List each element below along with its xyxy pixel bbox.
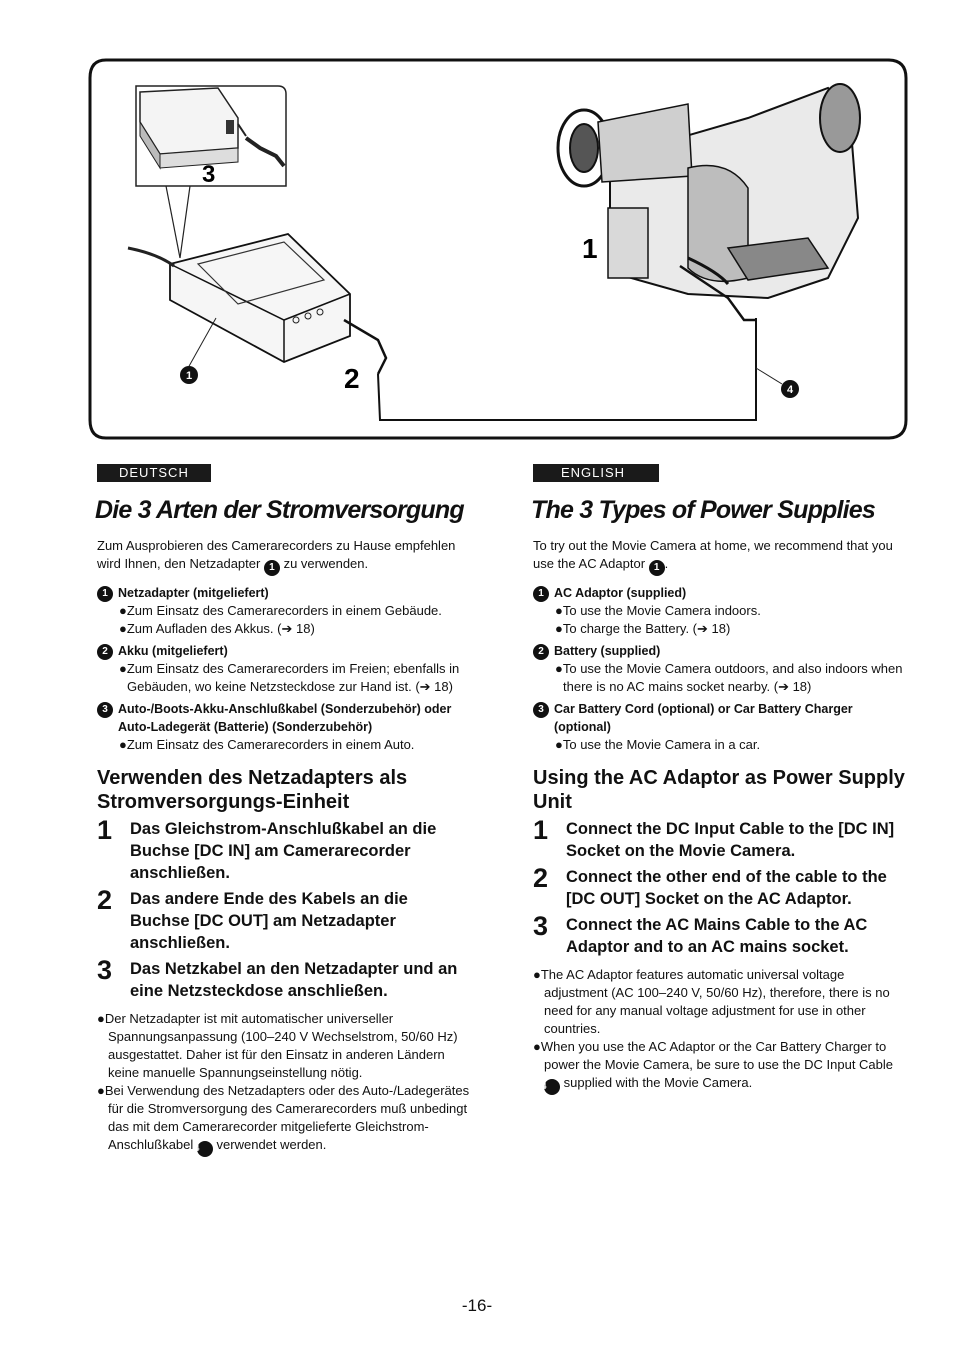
callout-3: 3 [202, 161, 215, 188]
item-title: AC Adaptor (supplied) [554, 586, 687, 600]
title-de: Die 3 Arten der Stromversorgung [95, 496, 465, 524]
num-circle: 3 [97, 702, 113, 718]
notes-en: ●The AC Adaptor features automatic unive… [533, 966, 905, 1095]
bullet: ●Zum Einsatz des Camerarecorders in eine… [119, 737, 415, 752]
intro-de: Zum Ausprobieren des Camerarecorders zu … [97, 537, 472, 576]
num-circle: 2 [533, 644, 549, 660]
num-circle: 2 [97, 644, 113, 660]
item-de-2: 2 Akku (mitgeliefert) ●Zum Einsatz des Ca… [97, 642, 472, 696]
section-heading-en: Using the AC Adaptor as Power Supply Uni… [533, 767, 905, 813]
note: ●The AC Adaptor features automatic unive… [533, 967, 890, 1036]
language-label-de: DEUTSCH [97, 464, 211, 482]
bullet: ●To charge the Battery. (➔ 18) [555, 621, 731, 636]
power-setup-illustration: 3 1 2 1 4 [88, 58, 908, 440]
ac-adaptor-drawing: 1 2 [127, 233, 757, 421]
bullet: ●To use the Movie Camera in a car. [555, 737, 761, 752]
num-circle: 1 [648, 560, 665, 576]
item-en-3: 3 Car Battery Cord (optional) or Car Batt… [533, 700, 905, 754]
item-title: Car Battery Cord (optional) or Car Batte… [554, 702, 853, 734]
note: ●When you use the AC Adaptor or the Car … [533, 1038, 905, 1095]
item-title: Auto-/Boots-Akku-Anschlußkabel (Sonderzu… [118, 702, 452, 734]
language-label-en: ENGLISH [533, 464, 659, 482]
bullet: ●To use the Movie Camera outdoors, and a… [555, 661, 903, 694]
item-title: Battery (supplied) [554, 644, 661, 658]
bullet: ●Zum Einsatz des Camerarecorders im Frei… [119, 661, 460, 694]
num-circle: 4 [194, 1141, 213, 1157]
bullet: ●Zum Aufladen des Akkus. (➔ 18) [119, 621, 315, 636]
intro-en: To try out the Movie Camera at home, we … [533, 537, 905, 576]
callout-circle-1: 1 [186, 370, 192, 382]
movie-camera-drawing: 1 4 [556, 83, 861, 398]
num-circle: 4 [541, 1079, 560, 1095]
section-heading-de: Verwenden des Netzadapters als Stromvers… [97, 767, 408, 813]
callout-circle-4: 4 [787, 384, 794, 396]
callout-2: 2 [344, 363, 360, 394]
note: ●Der Netzadapter ist mit automatischer u… [97, 1011, 458, 1080]
item-en-2: 2 Battery (supplied) ●To use the Movie Ca… [533, 642, 905, 696]
note: ●Bei Verwendung des Netzadapters oder de… [97, 1082, 472, 1157]
item-de-1: 1 Netzadapter (mitgeliefert) ●Zum Einsatz… [97, 584, 472, 638]
notes-de: ●Der Netzadapter ist mit automatischer u… [97, 1010, 472, 1157]
mains-plug-inset: 3 [135, 85, 287, 259]
bullet: ●Zum Einsatz des Camerarecorders in eine… [119, 603, 442, 618]
num-circle: 1 [97, 586, 113, 602]
page-number: -16- [461, 1296, 493, 1315]
num-circle: 1 [263, 560, 280, 576]
title-en: The 3 Types of Power Supplies [531, 496, 876, 524]
item-title: Netzadapter (mitgeliefert) [118, 586, 269, 600]
callout-1: 1 [582, 233, 598, 264]
num-circle: 1 [533, 586, 549, 602]
item-en-1: 1 AC Adaptor (supplied) ●To use the Movie… [533, 584, 905, 638]
item-title: Akku (mitgeliefert) [118, 644, 228, 658]
item-de-3: 3 Auto-/Boots-Akku-Anschlußkabel (Sonderz… [97, 700, 472, 754]
german-column: DEUTSCH Die 3 Arten der Stromversorgung … [95, 464, 472, 1157]
num-circle: 3 [533, 702, 549, 718]
english-column: ENGLISH The 3 Types of Power Supplies To… [531, 464, 905, 1095]
bullet: ●To use the Movie Camera indoors. [555, 603, 761, 618]
